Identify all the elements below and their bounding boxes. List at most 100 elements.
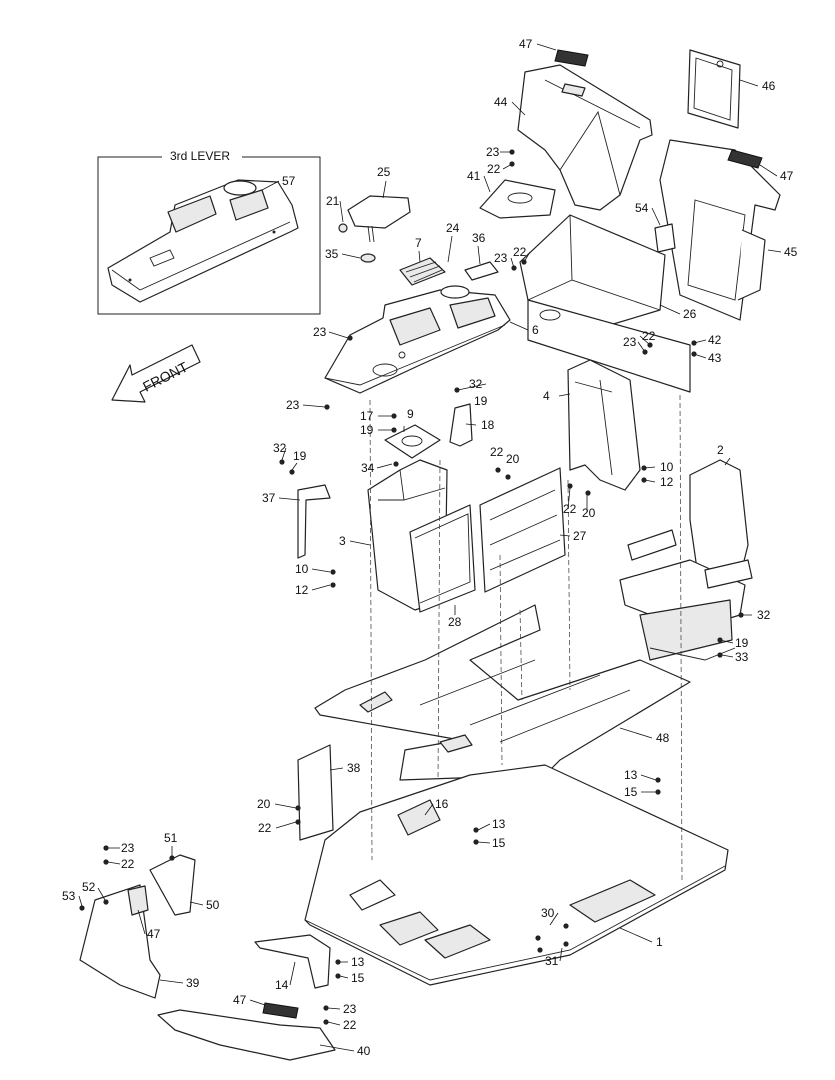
callout-23: 23 [623, 335, 637, 349]
callout-39: 39 [186, 976, 200, 990]
callout-19: 19 [735, 636, 749, 650]
callout-14: 14 [275, 978, 289, 992]
callout-34: 34 [361, 461, 375, 475]
callout-32: 32 [469, 377, 483, 391]
callout-46: 46 [762, 79, 776, 93]
callout-31: 31 [545, 954, 559, 968]
floor-mat-48 [314, 604, 691, 781]
callout-44: 44 [494, 95, 508, 109]
callout-33: 33 [735, 650, 749, 664]
third-lever-inset: 3rd LEVER [97, 149, 321, 315]
fasteners [79, 149, 744, 1025]
callout-47: 47 [780, 169, 794, 183]
callout-57: 57 [282, 174, 296, 188]
callout-22: 22 [343, 1018, 357, 1032]
leader-lines [78, 43, 782, 1052]
callout-7: 7 [415, 236, 422, 250]
bracket-4 [567, 359, 641, 491]
callout-10: 10 [660, 460, 674, 474]
callout-13: 13 [351, 955, 365, 969]
callout-47: 47 [233, 993, 247, 1007]
callout-26: 26 [683, 307, 697, 321]
callout-38: 38 [347, 761, 361, 775]
switch-47-top [554, 49, 589, 67]
plate-36 [464, 261, 499, 281]
callout-19: 19 [474, 394, 488, 408]
callout-35: 35 [325, 247, 339, 261]
panel-50 [149, 854, 196, 916]
side-panel-45 [659, 139, 781, 321]
callout-21: 21 [326, 194, 340, 208]
inset-title: 3rd LEVER [170, 149, 230, 163]
callout-9: 9 [407, 407, 414, 421]
callout-18: 18 [481, 418, 495, 432]
callout-48: 48 [656, 731, 670, 745]
callout-30: 30 [541, 906, 555, 920]
callout-37: 37 [262, 491, 276, 505]
callout-6: 6 [532, 323, 539, 337]
callout-43: 43 [708, 351, 722, 365]
callout-42: 42 [708, 333, 722, 347]
callout-23: 23 [486, 145, 500, 159]
callout-54: 54 [635, 201, 649, 215]
callout-10: 10 [295, 562, 309, 576]
callout-32: 32 [273, 441, 287, 455]
bracket-41 [479, 179, 556, 219]
callout-22: 22 [490, 445, 504, 459]
seat-2 [619, 459, 753, 661]
callout-13: 13 [492, 817, 506, 831]
bracket-14 [254, 934, 331, 989]
callout-13: 13 [624, 768, 638, 782]
callout-20: 20 [582, 506, 596, 520]
callout-23: 23 [313, 325, 327, 339]
callout-23: 23 [121, 841, 135, 855]
callout-45: 45 [784, 245, 798, 259]
callout-20: 20 [257, 797, 271, 811]
callout-25: 25 [377, 165, 391, 179]
callout-47: 47 [519, 37, 533, 51]
floor-plate-1 [304, 764, 729, 986]
callout-labels: 47 46 44 23 22 41 47 57 25 21 24 7 36 23… [62, 37, 798, 1058]
cover-46 [687, 49, 741, 129]
third-lever-console [107, 179, 299, 303]
callout-41: 41 [467, 169, 481, 183]
panel-38 [297, 744, 334, 841]
grip-panel-7 [399, 257, 446, 286]
callout-17: 17 [360, 409, 374, 423]
callout-4: 4 [543, 389, 550, 403]
callout-23: 23 [494, 251, 508, 265]
switch-47-right [727, 149, 763, 169]
front-arrow: FRONT [111, 344, 201, 403]
callout-12: 12 [295, 583, 309, 597]
callout-19: 19 [360, 423, 374, 437]
assembly-lines [369, 394, 683, 881]
callout-22: 22 [563, 502, 577, 516]
callout-12: 12 [660, 475, 674, 489]
callout-3: 3 [339, 534, 346, 548]
box-panel-26 [519, 214, 691, 393]
callout-15: 15 [351, 971, 365, 985]
callout-16: 16 [435, 797, 449, 811]
callout-51: 51 [164, 831, 178, 845]
cover-40 [157, 1009, 336, 1061]
callout-23: 23 [343, 1002, 357, 1016]
plate-9 [384, 424, 441, 459]
callout-22: 22 [642, 329, 656, 343]
cover-39 [79, 884, 161, 999]
switch-47-bottom [262, 1002, 299, 1019]
callout-27: 27 [573, 529, 587, 543]
callout-19: 19 [293, 449, 307, 463]
knob-21 [338, 223, 348, 233]
bracket-37 [297, 484, 331, 559]
callout-15: 15 [624, 785, 638, 799]
panel-28 [409, 504, 476, 613]
callout-23: 23 [286, 398, 300, 412]
callout-1: 1 [656, 935, 663, 949]
callout-52: 52 [82, 880, 96, 894]
callout-24: 24 [446, 221, 460, 235]
callout-20: 20 [506, 452, 520, 466]
bracket-54 [654, 223, 676, 253]
callout-22: 22 [487, 162, 501, 176]
callout-40: 40 [357, 1044, 371, 1058]
armrest-25 [347, 195, 411, 243]
